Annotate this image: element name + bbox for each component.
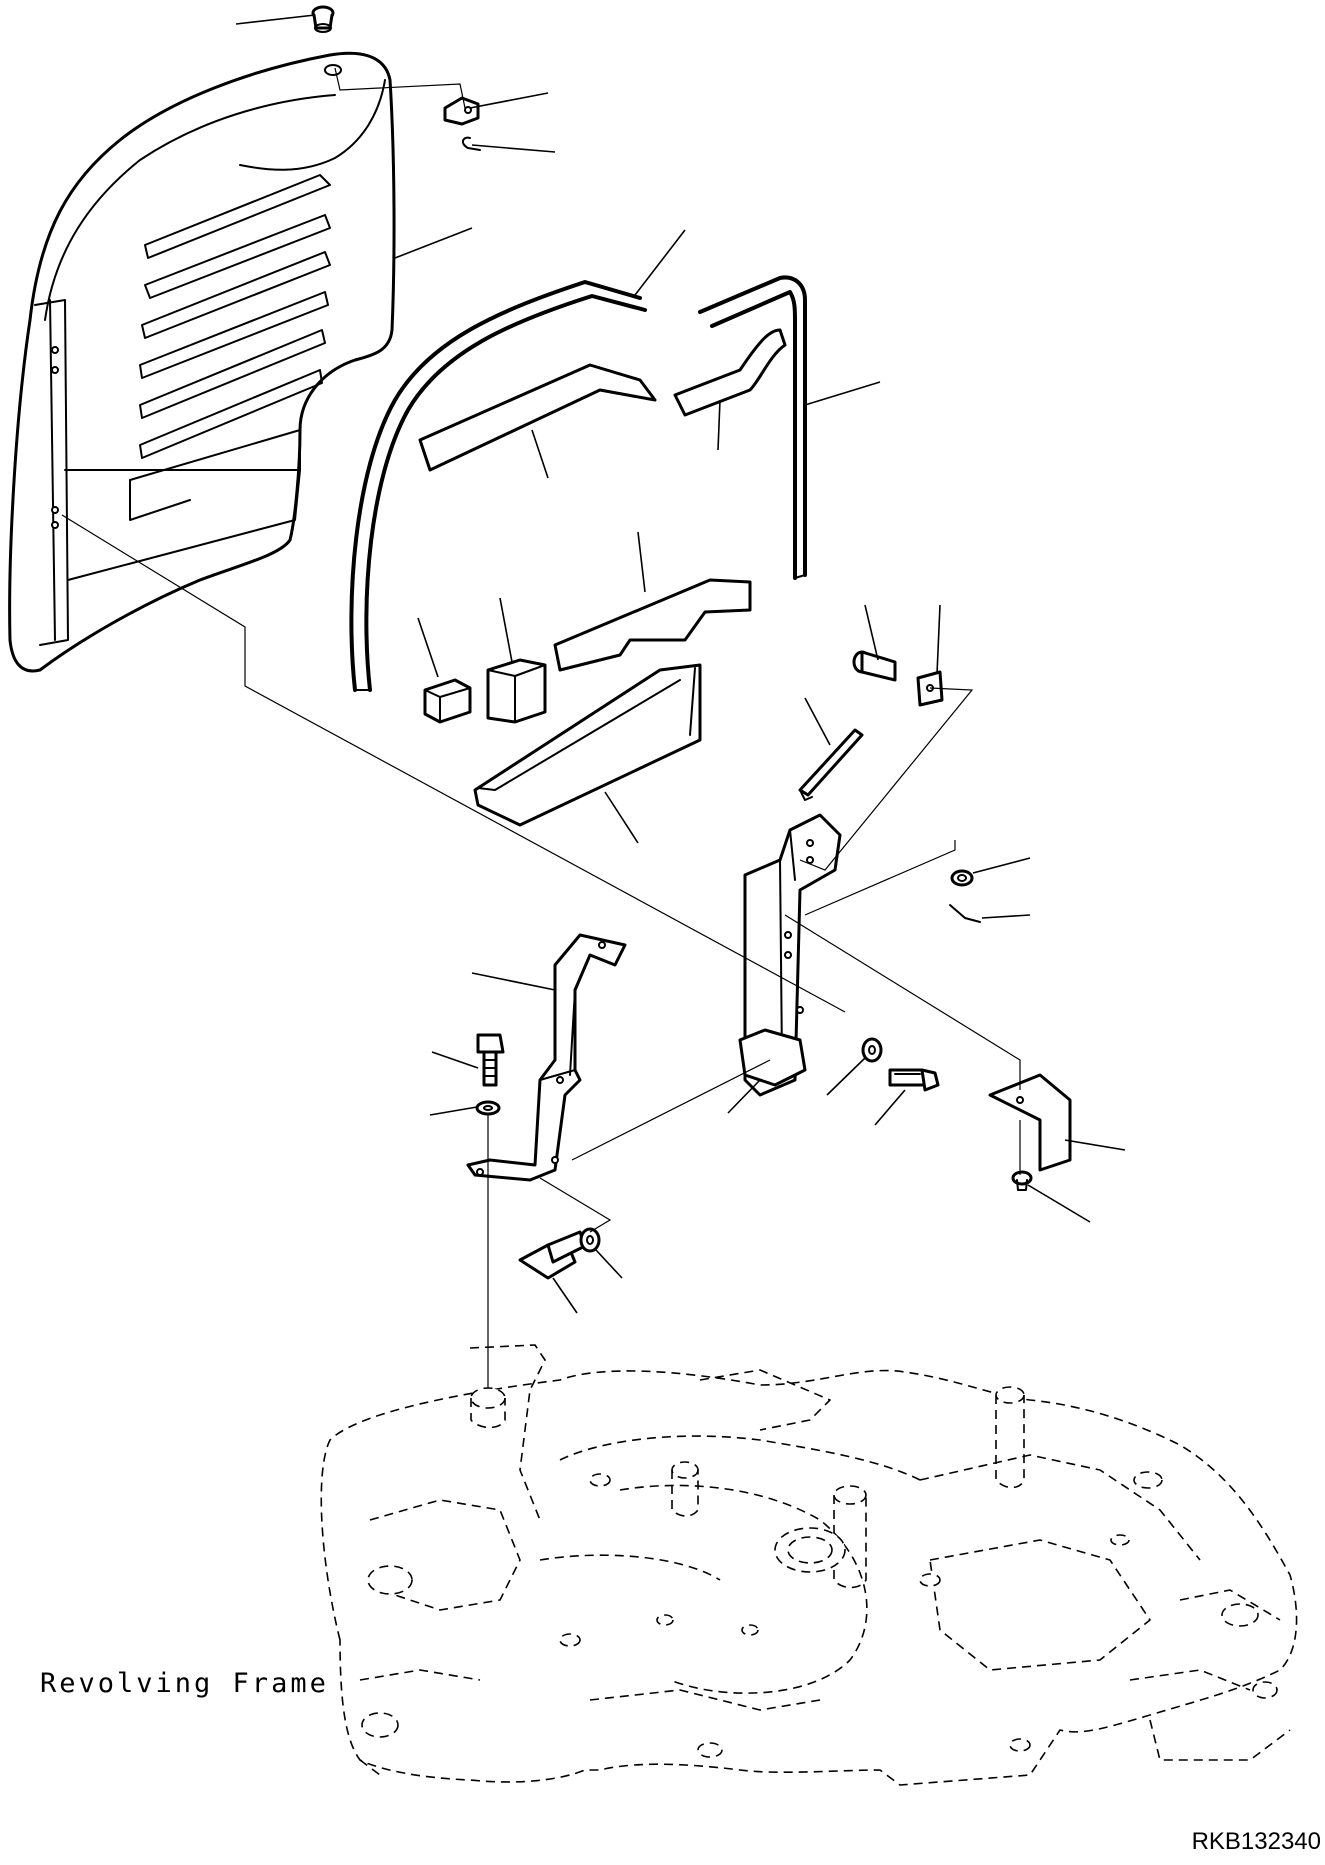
drawing-reference-code: RKB132340: [1191, 1828, 1321, 1855]
bolt-mid-icon: [888, 1068, 940, 1092]
seal-strip-short: [418, 363, 657, 472]
cotter-pin-icon: [949, 904, 981, 923]
foam-pad-small: [423, 678, 472, 724]
rivet-icon: [1011, 1170, 1033, 1191]
seal-wedge: [473, 663, 702, 827]
washer-mid-icon: [861, 1037, 883, 1063]
washer-lower-icon: [579, 1227, 601, 1253]
washer-left-icon: [475, 1100, 501, 1116]
cover-plate: [988, 1073, 1072, 1172]
revolving-frame-caption: Revolving Frame: [40, 1668, 329, 1699]
clip-nut-icon: [443, 96, 480, 126]
assembly-guide-lines: [61, 514, 1021, 1395]
l-bracket: [466, 933, 627, 1182]
mount-hole-icon: [324, 64, 342, 76]
bolt-lower-icon: [518, 1230, 587, 1280]
revolving-frame: [320, 1344, 1298, 1786]
leader-lines: [235, 14, 1126, 1314]
main-hinge-bracket: [738, 813, 842, 1097]
seal-strip-left: [349, 280, 647, 692]
clip-spring-icon: [462, 136, 481, 151]
seal-strip-angled: [673, 328, 787, 417]
seal-strip-right: [698, 275, 807, 580]
foam-pad-long: [553, 578, 752, 672]
bolt-upright-icon: [476, 1033, 505, 1087]
top-bolt-icon: [311, 5, 335, 33]
hinge-bolt-icon: [852, 650, 897, 682]
washer-upper-icon: [950, 869, 974, 887]
hinge-pin-rod: [798, 728, 864, 801]
side-cover-panel: [8, 51, 396, 673]
foam-pad-block: [486, 658, 547, 724]
